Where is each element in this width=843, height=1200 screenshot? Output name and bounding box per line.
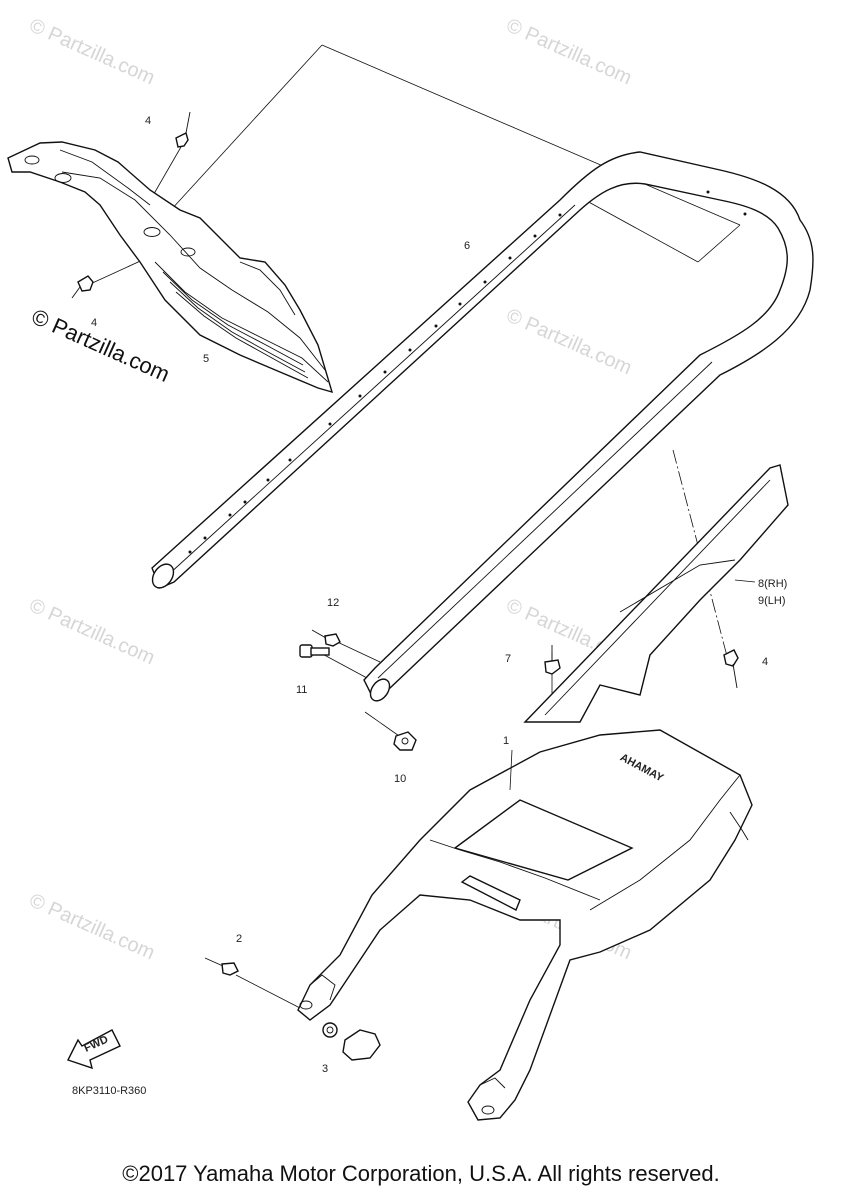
part-7-rivet <box>544 645 561 675</box>
diagram-code: 8KP3110-R360 <box>72 1085 146 1097</box>
callout-9: 9(LH) <box>758 595 786 607</box>
part-2-rivet <box>204 957 239 976</box>
part-11-bolt <box>299 644 330 658</box>
fwd-arrow: FWD <box>67 1029 121 1070</box>
part-8-9-side-panel <box>523 464 789 723</box>
callout-5: 5 <box>203 353 209 365</box>
callout-3: 3 <box>322 1063 328 1075</box>
watermark: © Partzilla.com <box>26 889 158 964</box>
watermark: © Partzilla.com <box>26 594 158 669</box>
rail-holes <box>188 190 747 554</box>
callout-12: 12 <box>327 597 339 609</box>
watermark: © Partzilla.com <box>503 14 635 89</box>
callout-4b: 4 <box>91 317 97 329</box>
part-5-flap <box>7 141 334 394</box>
brand-watermark: © Partzilla.com <box>28 304 174 387</box>
callout-1: 1 <box>503 735 509 747</box>
copyright-notice: ©2017 Yamaha Motor Corporation, U.S.A. A… <box>122 1161 719 1186</box>
part-12-rivet <box>311 629 341 647</box>
callout-8: 8(RH) <box>758 578 787 590</box>
callout-10: 10 <box>394 773 406 785</box>
callout-2: 2 <box>236 933 242 945</box>
callout-6: 6 <box>464 240 470 252</box>
part-6-rail <box>151 151 814 702</box>
part-4-clips <box>71 111 739 689</box>
callout-7: 7 <box>505 653 511 665</box>
part-3-grommet <box>322 1022 381 1061</box>
watermark: © Partzilla.com <box>503 304 635 379</box>
watermark: © Partzilla.com <box>26 14 158 89</box>
callout-4a: 4 <box>145 115 151 127</box>
callout-4c: 4 <box>762 656 768 668</box>
callout-11: 11 <box>296 684 307 696</box>
leader-lines <box>87 44 741 1009</box>
part-1-seat: YAMAHA <box>297 729 753 1121</box>
callout-labels: 1 2 3 4 4 4 5 6 7 8(RH) 9(LH) 10 11 12 <box>91 115 787 1075</box>
part-10-nut <box>393 731 417 751</box>
